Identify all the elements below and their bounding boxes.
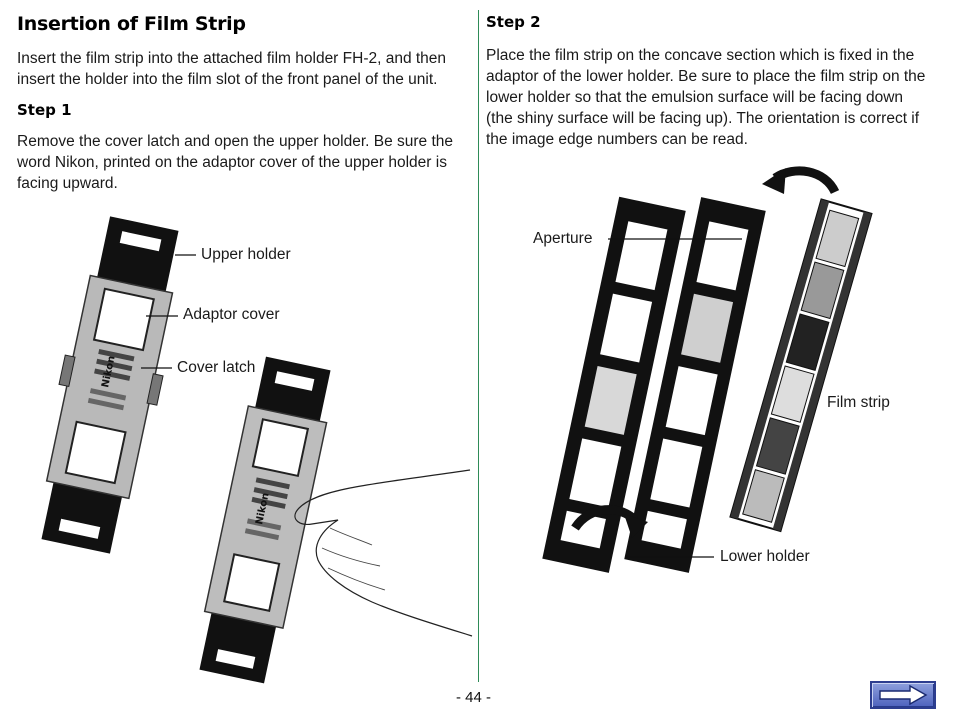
aperture-label: Aperture bbox=[533, 230, 593, 247]
lower-holder-frame-right bbox=[624, 197, 766, 573]
next-page-button[interactable] bbox=[870, 681, 936, 709]
intro-paragraph: Insert the film strip into the attached … bbox=[17, 50, 447, 88]
page-number: - 44 - bbox=[456, 689, 492, 706]
finger-lines bbox=[321, 527, 386, 591]
step2-heading: Step 2 bbox=[486, 13, 541, 31]
right-arrow-icon bbox=[879, 684, 928, 706]
lower-holder-label: Lower holder bbox=[720, 548, 810, 565]
cover-latch-label: Cover latch bbox=[177, 359, 256, 376]
lower-holder-frame-left bbox=[542, 196, 686, 573]
adaptor-cover-label: Adaptor cover bbox=[183, 306, 280, 323]
rotate-arrow-bottom-head-icon bbox=[624, 514, 648, 538]
step1-paragraph: Remove the cover latch and open the uppe… bbox=[17, 133, 454, 192]
film-holder-closed bbox=[199, 356, 331, 684]
step1-heading: Step 1 bbox=[17, 101, 72, 119]
film-holder-open bbox=[41, 216, 179, 554]
film-strip-label: Film strip bbox=[827, 394, 890, 411]
column-divider bbox=[478, 10, 479, 682]
hand-outline bbox=[294, 469, 473, 637]
upper-holder-label: Upper holder bbox=[201, 246, 291, 263]
step2-paragraph: Place the film strip on the concave sect… bbox=[486, 47, 926, 148]
film-strip-graphic bbox=[729, 198, 873, 533]
page-title: Insertion of Film Strip bbox=[17, 13, 246, 35]
rotate-arrow-top-head-icon bbox=[762, 168, 786, 194]
